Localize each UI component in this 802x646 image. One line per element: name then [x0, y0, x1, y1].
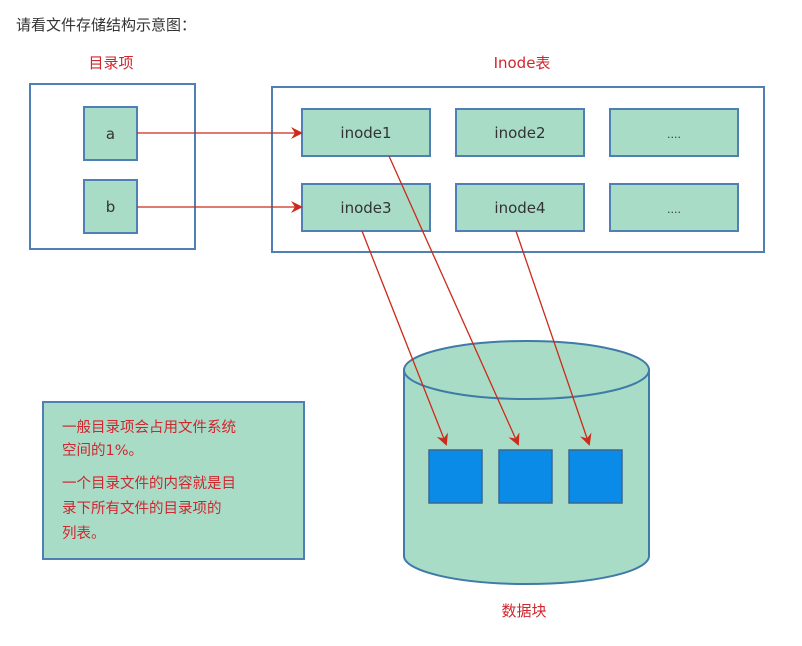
dir-entry-b: b: [83, 179, 138, 234]
note-line: 列表。: [62, 525, 106, 542]
intro-text: 请看文件存储结构示意图：: [16, 16, 197, 34]
inode-table-title: Inode表: [494, 54, 551, 72]
inode-cell-inode3: inode3: [301, 183, 431, 232]
note-line: 空间的1%。: [62, 442, 143, 459]
inode-cell-inode1: inode1: [301, 108, 431, 157]
directory-title: 目录项: [88, 54, 133, 72]
arrow-inode4-to-block3: [515, 230, 592, 446]
inode-cell-label: inode2: [494, 124, 545, 142]
data-block-3: [568, 449, 623, 504]
data-block-2: [498, 449, 553, 504]
dir-entry-b-label: b: [106, 198, 116, 216]
arrow-inode3-to-block1: [361, 230, 448, 446]
inode-cell-label: ....: [667, 203, 681, 216]
note-box: [42, 401, 305, 560]
inode-cell-ellipsis-1: ....: [609, 108, 739, 157]
inode-cell-label: ....: [667, 128, 681, 141]
note-line: 一个目录文件的内容就是目: [62, 475, 236, 492]
inode-cell-ellipsis-2: ....: [609, 183, 739, 232]
data-store-title: 数据块: [501, 602, 546, 620]
inode-cell-label: inode3: [340, 199, 391, 217]
note-line: 录下所有文件的目录项的: [62, 500, 222, 517]
dir-entry-a: a: [83, 106, 138, 161]
inode-cell-inode2: inode2: [455, 108, 585, 157]
note-line: 一般目录项会占用文件系统: [62, 419, 236, 436]
inode-cell-label: inode4: [494, 199, 545, 217]
arrow-inode1-to-block2: [388, 155, 520, 446]
inode-cell-label: inode1: [340, 124, 391, 142]
inode-cell-inode4: inode4: [455, 183, 585, 232]
dir-entry-a-label: a: [106, 125, 115, 143]
data-block-1: [428, 449, 483, 504]
